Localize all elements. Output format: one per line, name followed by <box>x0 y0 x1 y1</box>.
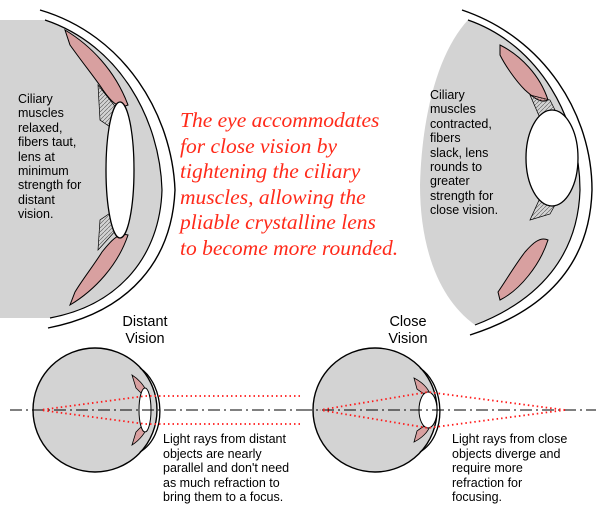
distant-light-rays <box>39 395 300 425</box>
relaxed-lens <box>105 101 135 239</box>
contracted-state-label: Ciliary muscles contracted, fibers slack… <box>430 88 499 218</box>
close-vision-heading: Close Vision <box>388 314 428 347</box>
relaxed-sclera-inner <box>44 19 163 319</box>
accommodation-headline: The eye accommodates for close vision by… <box>180 108 399 260</box>
distant-ray-upper <box>39 395 300 411</box>
distant-ray-lower <box>39 409 300 425</box>
relaxed-ciliary-muscle-lower <box>69 233 129 307</box>
contracted-sclera-inner <box>467 19 581 326</box>
close-light-rays <box>319 391 566 429</box>
distant-eye <box>32 347 161 473</box>
close-vision-caption: Light rays from close objects diverge an… <box>452 432 568 505</box>
contracted-lens <box>525 109 579 207</box>
relaxed-eye-section <box>0 9 176 329</box>
relaxed-sclera-outer <box>39 9 176 329</box>
close-ray-lower <box>319 409 566 429</box>
distant-eyeball <box>32 347 158 473</box>
distant-vision-caption: Light rays from distant objects are near… <box>163 432 290 505</box>
close-ray-upper <box>319 391 566 411</box>
relaxed-state-label: Ciliary muscles relaxed, fibers taut, le… <box>18 92 82 222</box>
distant-vision-heading: Distant Vision <box>122 314 168 347</box>
contracted-sclera-outer <box>461 9 593 336</box>
contracted-eye-section <box>420 9 593 336</box>
contracted-ciliary-muscle-lower <box>497 238 549 301</box>
